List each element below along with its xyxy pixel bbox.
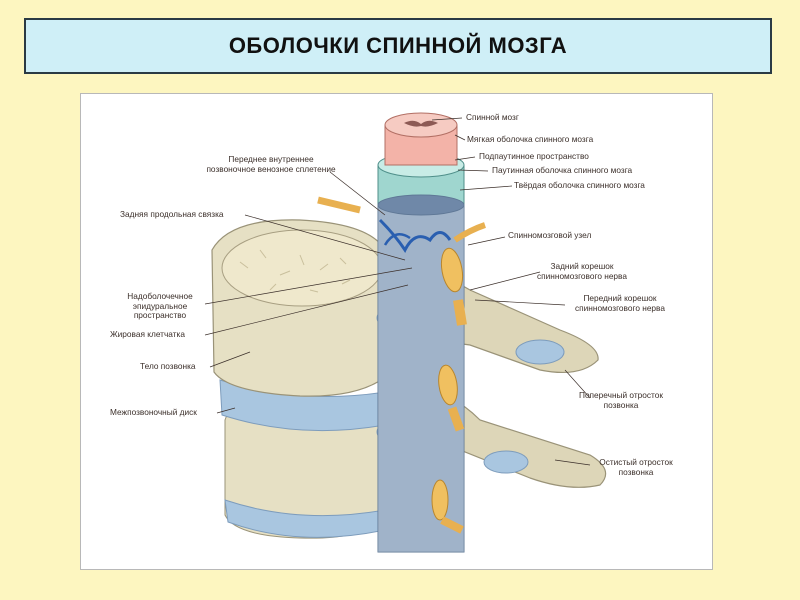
title-banner: ОБОЛОЧКИ СПИННОЙ МОЗГА — [24, 18, 772, 74]
label-intervertebral-disc: Межпозвоночный диск — [110, 407, 197, 417]
label-pia-mater: Мягкая оболочка спинного мозга — [467, 134, 594, 144]
label-posterior-root: Задний корешок спинномозгового нерва — [537, 261, 627, 281]
page-title: ОБОЛОЧКИ СПИННОЙ МОЗГА — [228, 33, 568, 58]
label-arachnoid-mater: Паутинная оболочка спинного мозга — [492, 165, 633, 175]
label-epidural-space: Надоболочечное эпидуральное пространство — [127, 291, 193, 321]
label-venous-plexus: Переднее внутреннее позвоночное венозное… — [206, 154, 336, 174]
label-spinal-ganglion: Спинномозговой узел — [508, 230, 592, 240]
label-spinal-cord: Спинной мозг — [466, 112, 519, 122]
label-transverse-process: Поперечный отросток позвонка — [578, 390, 663, 410]
label-vertebral-body: Тело позвонка — [140, 361, 196, 371]
spinal-cord-cylinder — [377, 112, 465, 216]
label-anterior-root: Передний корешок спинномозгового нерва — [575, 293, 665, 313]
label-subarachnoid-space: Подпаутинное пространство — [479, 151, 589, 161]
upper-vertebral-body — [211, 219, 389, 397]
label-fat-tissue: Жировая клетчатка — [110, 329, 185, 339]
spinal-nerves — [317, 196, 486, 534]
venous-plexus — [378, 218, 452, 253]
leader-lines — [204, 117, 591, 466]
label-spinous-process: Остистый отросток позвонка — [599, 457, 673, 477]
label-dura-mater: Твёрдая оболочка спинного мозга — [514, 180, 645, 190]
label-posterior-ligament: Задняя продольная связка — [120, 209, 224, 219]
